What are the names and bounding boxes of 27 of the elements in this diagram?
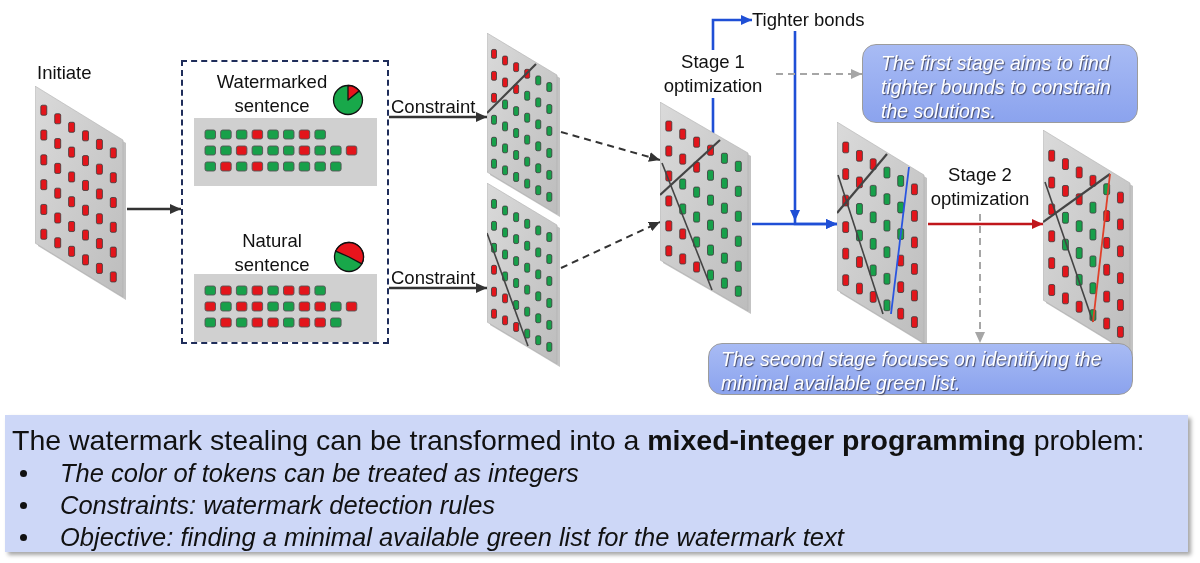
grid-title: Initiate <box>37 61 92 85</box>
arrow <box>127 204 181 214</box>
arrow <box>389 283 487 293</box>
edge-label: Constraint <box>391 98 476 116</box>
dashed-arrow <box>560 221 661 269</box>
arrow <box>752 219 837 229</box>
bullet-text: The color of tokens can be treated as integers <box>60 458 579 488</box>
dashed-arrow <box>560 131 661 162</box>
edge-label: Stage 2 optimization <box>929 163 1031 211</box>
token-grid-drawing <box>487 183 561 368</box>
summary-heading: The watermark stealing can be transformed into a mixed-integer programming problem: <box>12 424 1145 456</box>
panel-heading: Watermarked sentence <box>215 70 329 118</box>
dashed-arrow <box>775 69 863 79</box>
annotation-text: Tighter bonds <box>752 9 865 31</box>
token-grid-drawing <box>660 102 752 315</box>
callout-box: The second stage focuses on identifying the minimal available green list. <box>708 343 1133 395</box>
dashed-arrow <box>975 213 985 344</box>
summary-box <box>5 415 1188 552</box>
bullet-text: Constraints: watermark detection rules <box>60 490 496 520</box>
arrow <box>928 219 1043 229</box>
dashed-group-box <box>181 60 389 344</box>
bullet-text: Objective: finding a minimal available green list for the watermark text <box>60 522 844 552</box>
arrow <box>389 112 487 122</box>
panel-heading: Natural sentence <box>233 229 311 277</box>
token-grid-drawing <box>487 33 561 218</box>
callout-box: The first stage aims to find tighter bounds to constrain the solutions. <box>862 44 1138 123</box>
edge-label: Constraint <box>391 269 476 287</box>
